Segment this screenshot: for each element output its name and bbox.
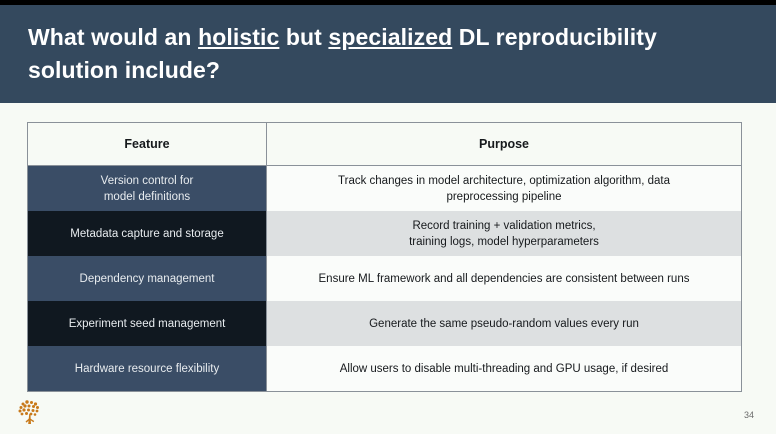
cell-purpose: Ensure ML framework and all dependencies…: [266, 256, 742, 301]
title-segment-4: DL reproducibility solution include?: [28, 24, 657, 83]
slide-body: Feature Purpose Version control for model…: [0, 103, 776, 434]
cell-feature-line: Hardware resource flexibility: [74, 362, 220, 375]
title-segment-2: but: [279, 24, 329, 50]
cell-feature-line: Dependency management: [79, 272, 215, 285]
table-row: Version control for model definitions Trac…: [27, 165, 742, 211]
table-row: Metadata capture and storage Record train…: [27, 211, 742, 256]
page-title: What would an holistic but specialized D…: [28, 21, 746, 87]
cell-purpose-line: Ensure ML framework and all dependencies…: [318, 272, 690, 285]
cell-purpose: Generate the same pseudo-random values e…: [266, 301, 742, 346]
table-header-row: Feature Purpose: [27, 122, 742, 166]
page-number: 34: [743, 410, 754, 420]
cell-purpose-line: Generate the same pseudo-random values e…: [369, 317, 639, 330]
brain-tree-logo-icon: [18, 400, 39, 424]
table-row: Experiment seed management Generate the s…: [27, 301, 742, 346]
table-body: Version control for model definitions Trac…: [27, 165, 742, 392]
table-row: Dependency management Ensure ML framework…: [27, 256, 742, 301]
title-emphasis-3: specialized: [328, 24, 453, 50]
cell-purpose-line: Record training + validation metrics,: [412, 219, 596, 232]
feature-purpose-table: Feature Purpose Version control for model…: [27, 122, 742, 392]
title-segment-0: What would an: [28, 24, 199, 50]
cell-purpose: Record training + validation metrics, tra…: [266, 211, 742, 256]
cell-purpose: Track changes in model architecture, opt…: [266, 165, 742, 211]
cell-purpose-line: training logs, model hyperparameters: [409, 235, 599, 248]
cell-feature-line: Metadata capture and storage: [70, 227, 224, 240]
cell-feature-line: Experiment seed management: [68, 317, 226, 330]
cell-feature: Hardware resource flexibility: [27, 346, 267, 392]
cell-feature: Version control for model definitions: [27, 165, 267, 211]
cell-feature: Metadata capture and storage: [27, 211, 267, 256]
column-header-feature: Feature: [27, 122, 267, 166]
cell-purpose-line: Track changes in model architecture, opt…: [338, 174, 670, 187]
cell-purpose-line: preprocessing pipeline: [446, 190, 562, 203]
cell-feature-line: model definitions: [103, 190, 191, 203]
top-black-strip: [0, 0, 776, 5]
cell-feature: Experiment seed management: [27, 301, 267, 346]
cell-purpose: Allow users to disable multi-threading a…: [266, 346, 742, 392]
table-row: Hardware resource flexibility Allow users…: [27, 346, 742, 392]
cell-purpose-line: Allow users to disable multi-threading a…: [339, 362, 669, 375]
cell-feature-line: Version control for: [100, 174, 194, 187]
title-emphasis-1: holistic: [198, 24, 280, 50]
cell-feature: Dependency management: [27, 256, 267, 301]
slide-title-banner: What would an holistic but specialized D…: [0, 5, 776, 103]
column-header-purpose: Purpose: [266, 122, 742, 166]
